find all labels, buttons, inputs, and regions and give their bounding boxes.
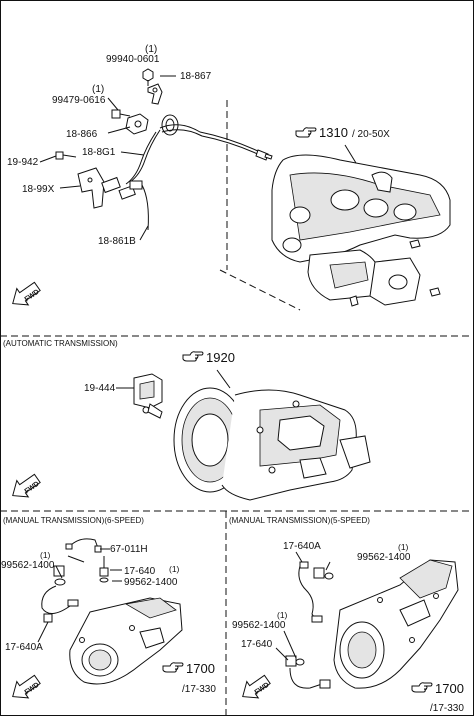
label-18-861b[interactable]: 18-861B xyxy=(98,236,136,247)
ref-1700-mt5[interactable]: 1700 xyxy=(435,681,464,696)
section-title-at: (AUTOMATIC TRANSMISSION) xyxy=(3,339,118,348)
switch-17-640-mt6 xyxy=(99,556,109,583)
section-title-mt6: (MANUAL TRANSMISSION)(6-SPEED) xyxy=(3,516,144,525)
fwd-arrow-icon: FWD xyxy=(236,670,274,706)
o2-sensor-wire xyxy=(159,124,261,153)
label-18-866[interactable]: 18-866 xyxy=(66,129,98,140)
label-19-444[interactable]: 19-444 xyxy=(84,383,116,394)
label-99940-0601[interactable]: 99940-0601 xyxy=(106,54,160,65)
qty-99562-mt5-a: (1) xyxy=(398,542,409,552)
bracket-18-867 xyxy=(147,83,163,105)
ref-20-50x[interactable]: / 20-50X xyxy=(352,129,390,140)
ref-1920[interactable]: 1920 xyxy=(206,350,235,365)
label-99562-1400-mt5-b[interactable]: 99562-1400 xyxy=(232,620,286,631)
mt6-section: (MANUAL TRANSMISSION)(6-SPEED) xyxy=(1,516,216,706)
label-99562-1400-mt5-a[interactable]: 99562-1400 xyxy=(357,552,411,563)
manual-transmission-5spd xyxy=(333,559,459,689)
switch-17-640a-mt5 xyxy=(298,561,334,623)
label-99479-0616[interactable]: 99479-0616 xyxy=(52,95,106,106)
leader-dashed-diagonal xyxy=(219,269,301,311)
ref-17-330-mt5[interactable]: /17-330 xyxy=(430,703,464,714)
automatic-transmission-1920 xyxy=(173,387,371,501)
pointing-hand-icon xyxy=(295,127,317,138)
label-18-8g1[interactable]: 18-8G1 xyxy=(82,147,116,158)
o2-sensor-tip xyxy=(255,149,273,161)
bolt-99479-0616 xyxy=(111,109,131,119)
nut-99940-0601 xyxy=(142,68,154,86)
ref-17-330-mt6[interactable]: /17-330 xyxy=(182,684,216,695)
fwd-arrow-icon: FWD xyxy=(6,670,44,706)
sensor-19-444 xyxy=(133,373,163,419)
label-17-640a-mt6[interactable]: 17-640A xyxy=(5,642,43,653)
label-17-640-mt5[interactable]: 17-640 xyxy=(241,639,273,650)
at-section: (AUTOMATIC TRANSMISSION) 19-444 1920 xyxy=(3,339,371,505)
exhaust-manifold-1310 xyxy=(271,154,451,307)
fwd-arrow-icon: FWD xyxy=(6,469,44,505)
harness-67-011h xyxy=(65,538,102,553)
label-99562-1400-mt6-a[interactable]: 99562-1400 xyxy=(1,560,55,571)
qty-99940: (1) xyxy=(145,44,157,55)
sensor-18-866 xyxy=(125,113,149,135)
switch-17-640-mt5 xyxy=(285,655,331,689)
label-18-99x[interactable]: 18-99X xyxy=(22,184,55,195)
label-18-867[interactable]: 18-867 xyxy=(180,71,212,82)
label-17-640a-mt5[interactable]: 17-640A xyxy=(283,541,321,552)
ref-1310[interactable]: 1310 xyxy=(319,125,348,140)
pointing-hand-icon xyxy=(162,662,184,673)
pointing-hand-icon xyxy=(411,682,433,693)
bracket-18-99x xyxy=(77,167,105,209)
label-19-942[interactable]: 19-942 xyxy=(7,157,39,168)
label-17-640-mt6[interactable]: 17-640 xyxy=(124,566,156,577)
qty-99562-mt6-a: (1) xyxy=(40,550,51,560)
fwd-arrow-icon: FWD xyxy=(6,277,44,313)
top-section: (1) 99940-0601 18-867 (1) 99479-0616 18-… xyxy=(6,44,451,313)
harness-18-8g1 xyxy=(129,129,161,183)
bolt-19-942 xyxy=(55,151,77,160)
section-title-mt5: (MANUAL TRANSMISSION)(5-SPEED) xyxy=(229,516,370,525)
mt5-section: (MANUAL TRANSMISSION)(5-SPEED) xyxy=(229,516,464,714)
ref-1700-mt6[interactable]: 1700 xyxy=(186,661,215,676)
pointing-hand-icon xyxy=(182,351,204,362)
label-99562-1400-mt6-b[interactable]: 99562-1400 xyxy=(124,577,178,588)
qty-99562-mt5-b: (1) xyxy=(277,610,288,620)
label-67-011h[interactable]: 67-011H xyxy=(110,544,148,555)
qty-99479: (1) xyxy=(92,84,104,95)
manual-transmission-6spd xyxy=(69,597,183,685)
qty-99562-mt6-b: (1) xyxy=(169,564,180,574)
connector-18-861b xyxy=(101,176,149,231)
